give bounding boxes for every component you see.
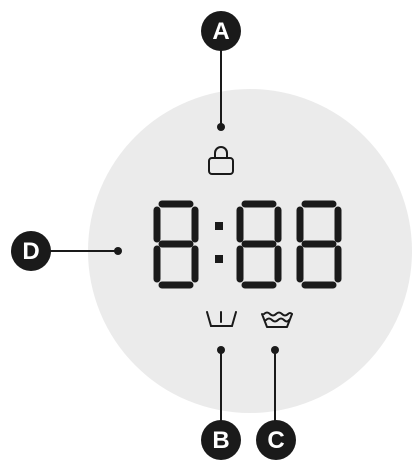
digit-3 [296,200,342,289]
colon [215,222,223,263]
anchor-dots [114,123,279,354]
digit-2 [236,200,282,289]
callout-c: C [256,420,296,460]
callout-a: A [201,11,241,51]
callout-b: B [201,420,241,460]
anchor-dot-c [271,346,279,354]
wash-basin-icon [261,311,293,328]
anchor-dot-b [217,346,225,354]
callout-b-label: B [212,427,229,454]
anchor-dot-a [217,123,225,131]
callout-d-label: D [22,238,39,265]
callout-d: D [11,231,51,271]
lock-icon [208,146,234,175]
power-standby-icon [206,311,237,327]
callout-c-label: C [267,427,284,454]
anchor-dot-d [114,247,122,255]
leader-lines [46,44,276,422]
display-panel [88,89,412,413]
digit-1 [153,200,199,289]
callout-a-label: A [212,18,229,45]
seven-segment-display [153,200,342,289]
